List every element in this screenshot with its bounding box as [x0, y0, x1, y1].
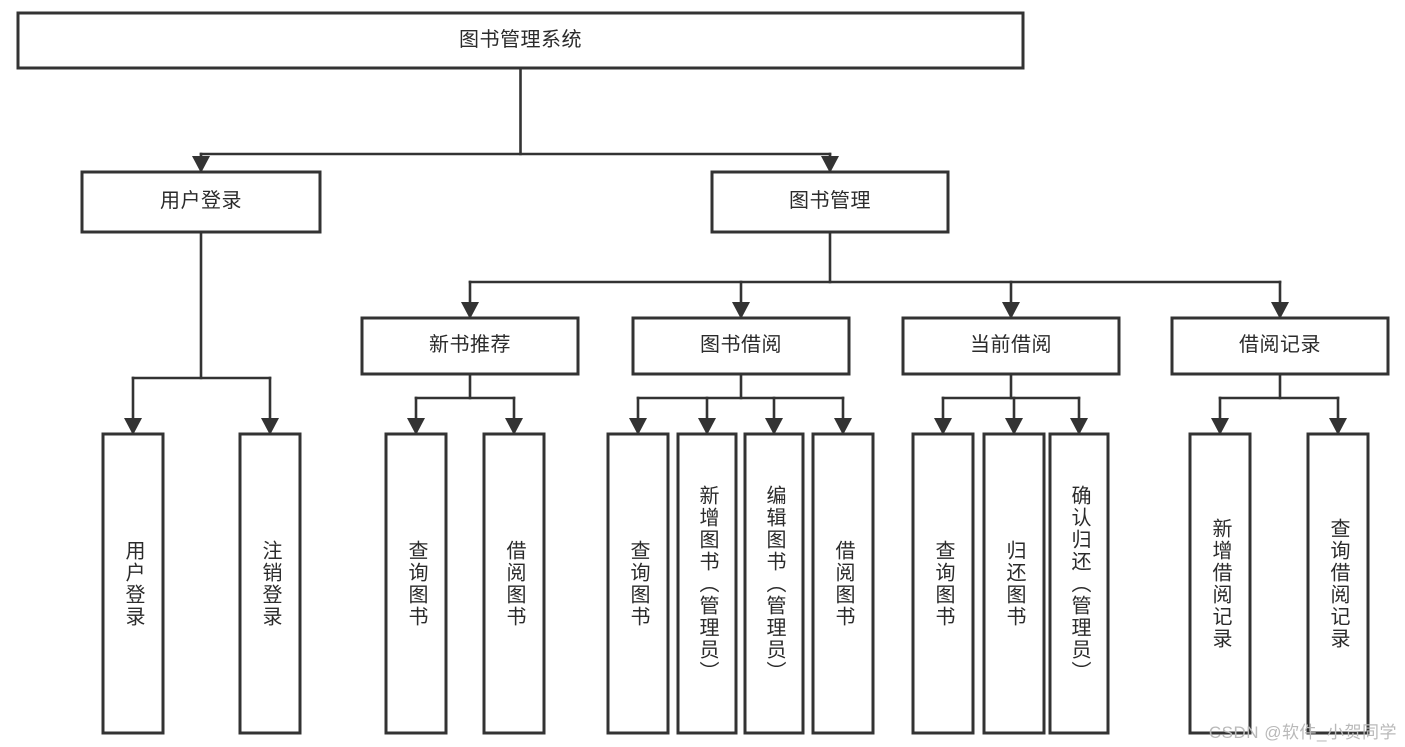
node-box-leaf-add-record[interactable]: [1188, 432, 1252, 735]
arrowhead-borrow-record-to-leaf-query-record: [1329, 418, 1347, 435]
node-box-user-login[interactable]: [80, 170, 322, 234]
arrowhead-book-manage-to-new-book-rec: [461, 302, 479, 319]
node-box-leaf-query-book-3[interactable]: [911, 432, 975, 735]
watermark-text: CSDN @软件_小贺同学: [1208, 723, 1397, 742]
arrowhead-book-manage-to-current-borrow: [1002, 302, 1020, 319]
arrowhead-book-borrow-to-leaf-query-book-2: [629, 418, 647, 435]
node-box-layer: [16, 11, 1390, 735]
node-box-borrow-record[interactable]: [1170, 316, 1390, 376]
arrowhead-borrow-record-to-leaf-add-record: [1211, 418, 1229, 435]
node-box-root[interactable]: [16, 11, 1025, 70]
node-box-leaf-query-book-2[interactable]: [606, 432, 670, 735]
node-box-leaf-query-record[interactable]: [1306, 432, 1370, 735]
arrowhead-root-to-user-login: [192, 156, 210, 173]
node-box-leaf-user-logout[interactable]: [238, 432, 302, 735]
arrowhead-user-login-to-leaf-user-login: [124, 418, 142, 435]
arrowhead-book-manage-to-borrow-record: [1271, 302, 1289, 319]
arrowhead-book-borrow-to-leaf-edit-book: [765, 418, 783, 435]
node-box-leaf-query-book-1[interactable]: [384, 432, 448, 735]
node-box-leaf-confirm-return[interactable]: [1048, 432, 1110, 735]
node-box-leaf-user-login[interactable]: [101, 432, 165, 735]
node-box-book-manage[interactable]: [710, 170, 950, 234]
connector-layer: [124, 66, 1347, 435]
arrowhead-current-borrow-to-leaf-confirm-return: [1070, 418, 1088, 435]
arrowhead-current-borrow-to-leaf-query-book-3: [934, 418, 952, 435]
arrowhead-new-book-rec-to-leaf-borrow-book-1: [505, 418, 523, 435]
arrowhead-book-borrow-to-leaf-borrow-book-2: [834, 418, 852, 435]
arrowhead-current-borrow-to-leaf-return-book: [1005, 418, 1023, 435]
arrowhead-user-login-to-leaf-user-logout: [261, 418, 279, 435]
node-box-leaf-edit-book[interactable]: [743, 432, 805, 735]
node-box-current-borrow[interactable]: [901, 316, 1121, 376]
arrowhead-new-book-rec-to-leaf-query-book-1: [407, 418, 425, 435]
node-box-leaf-borrow-book-1[interactable]: [482, 432, 546, 735]
arrowhead-book-manage-to-book-borrow: [732, 302, 750, 319]
node-box-book-borrow[interactable]: [631, 316, 851, 376]
arrowhead-book-borrow-to-leaf-add-book: [698, 418, 716, 435]
node-box-leaf-add-book[interactable]: [676, 432, 738, 735]
node-box-leaf-borrow-book-2[interactable]: [811, 432, 875, 735]
arrowhead-root-to-book-manage: [821, 156, 839, 173]
node-box-new-book-rec[interactable]: [360, 316, 580, 376]
node-box-leaf-return-book[interactable]: [982, 432, 1046, 735]
